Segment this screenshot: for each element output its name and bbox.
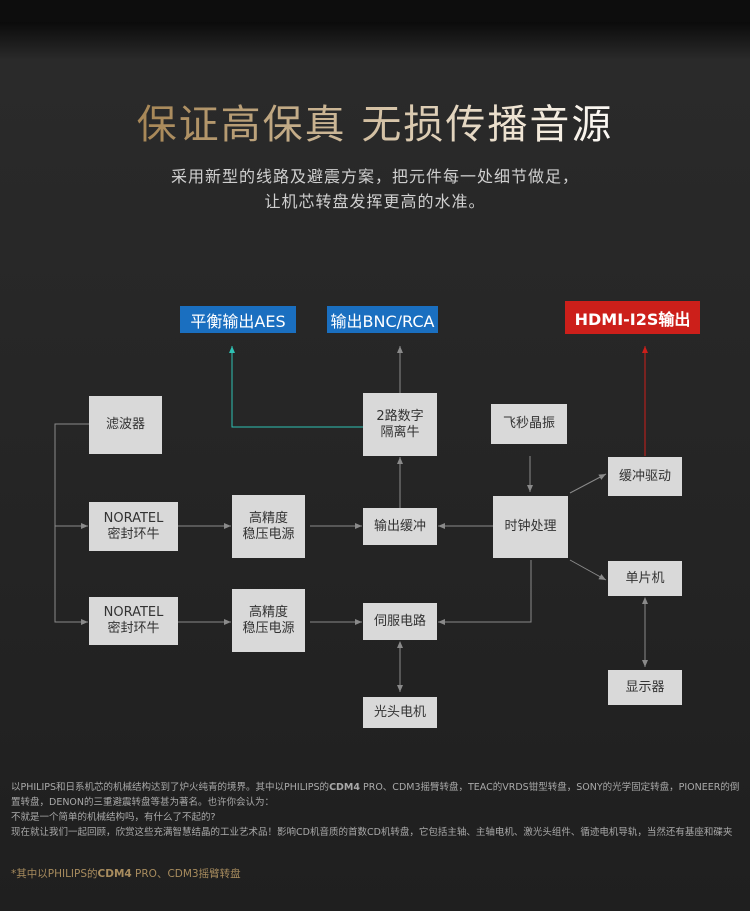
- subtitle-line-2: 让机芯转盘发挥更高的水准。: [264, 192, 486, 211]
- psu-box-2: 高精度稳压电源: [232, 589, 305, 652]
- para-text: PRO、CDM3摇臂转盘，TEAC的VRDS钳型转盘，SONY的光学固定转盘，P…: [11, 782, 740, 808]
- mcu-box: 单片机: [608, 561, 682, 596]
- psu-desc: 稳压电源: [242, 526, 295, 542]
- note-bold: CDM4: [97, 868, 132, 880]
- para-text: 现在就让我们一起回顾，欣赏这些充满智慧结晶的工业艺术品！影响CD机音质的首数CD…: [11, 827, 733, 838]
- footnote: *其中以PHILIPS的CDM4 PRO、CDM3摇臂转盘: [11, 866, 241, 881]
- para-bold: CDM4: [329, 782, 360, 793]
- para-text: 以PHILIPS和日系机芯的机械结构达到了炉火纯青的境界。其中以PHILIPS的: [11, 782, 330, 793]
- servo-circuit-box: 伺服电路: [363, 603, 437, 640]
- clock-processing-box: 时钟处理: [493, 496, 568, 558]
- isolation-transformer-box: 2路数字隔离牛: [363, 393, 437, 456]
- output-buffer-box: 输出缓冲: [363, 508, 437, 545]
- pickup-motor-box: 光头电机: [363, 697, 437, 728]
- output-hdmi-i2s-label: HDMI-I2S输出: [565, 301, 700, 334]
- oscillator-box: 飞秒晶振: [491, 404, 567, 444]
- output-bnc-rca-label: 输出BNC/RCA: [327, 306, 438, 333]
- psu-desc: 稳压电源: [242, 620, 295, 636]
- subtitle-line-1: 采用新型的线路及避震方案，把元件每一处细节做足，: [170, 167, 579, 186]
- note-text: PRO、CDM3摇臂转盘: [131, 868, 241, 880]
- iso-desc: 隔离牛: [380, 424, 420, 440]
- psu-label: 高精度: [248, 510, 288, 526]
- filter-box: 滤波器: [89, 396, 162, 454]
- noratel-desc: 密封环牛: [107, 621, 160, 636]
- noratel-label: NORATEL: [103, 510, 164, 526]
- iso-label: 2路数字: [376, 408, 424, 424]
- output-aes-label: 平衡输出AES: [180, 306, 296, 333]
- description-paragraph: 以PHILIPS和日系机芯的机械结构达到了炉火纯青的境界。其中以PHILIPS的…: [11, 780, 746, 840]
- psu-label: 高精度: [248, 604, 288, 620]
- top-bar: [0, 0, 750, 22]
- para-text: 不就是一个简单的机械结构吗，有什么了不起的?: [11, 812, 216, 823]
- display-box: 显示器: [608, 670, 682, 705]
- buffer-driver-box: 缓冲驱动: [608, 457, 682, 496]
- noratel-label: NORATEL: [103, 605, 164, 620]
- psu-box-1: 高精度稳压电源: [232, 495, 305, 558]
- note-text: *其中以PHILIPS的: [11, 868, 98, 880]
- noratel-desc: 密封环牛: [107, 526, 160, 542]
- page-title: 保证高保真 无损传播音源: [0, 92, 750, 150]
